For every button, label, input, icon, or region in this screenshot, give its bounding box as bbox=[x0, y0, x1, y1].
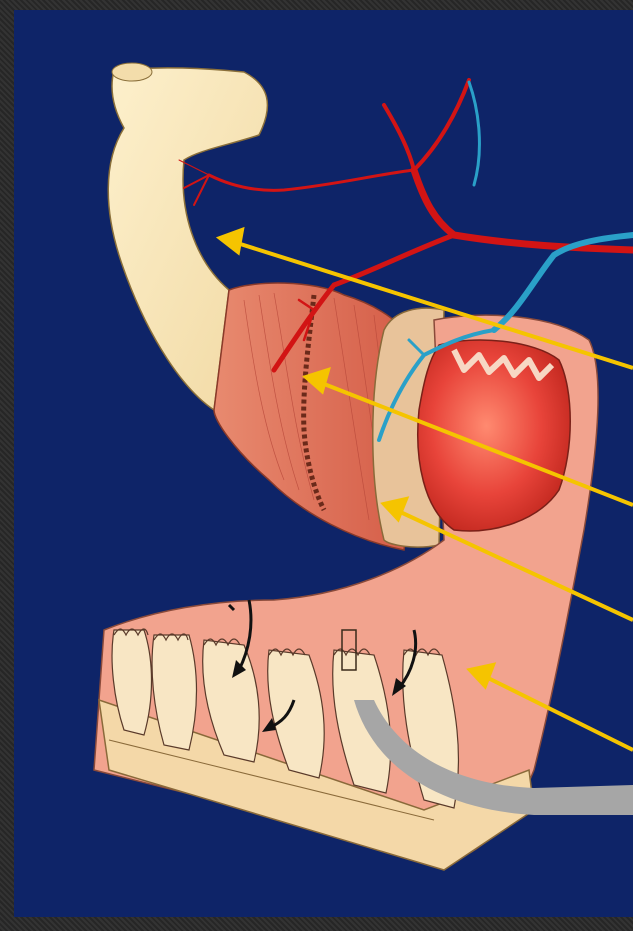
serosa-cut-end bbox=[112, 63, 152, 81]
pointer-serosa-head bbox=[220, 230, 242, 252]
slide bbox=[14, 10, 633, 917]
intestine-diagram bbox=[14, 10, 633, 917]
